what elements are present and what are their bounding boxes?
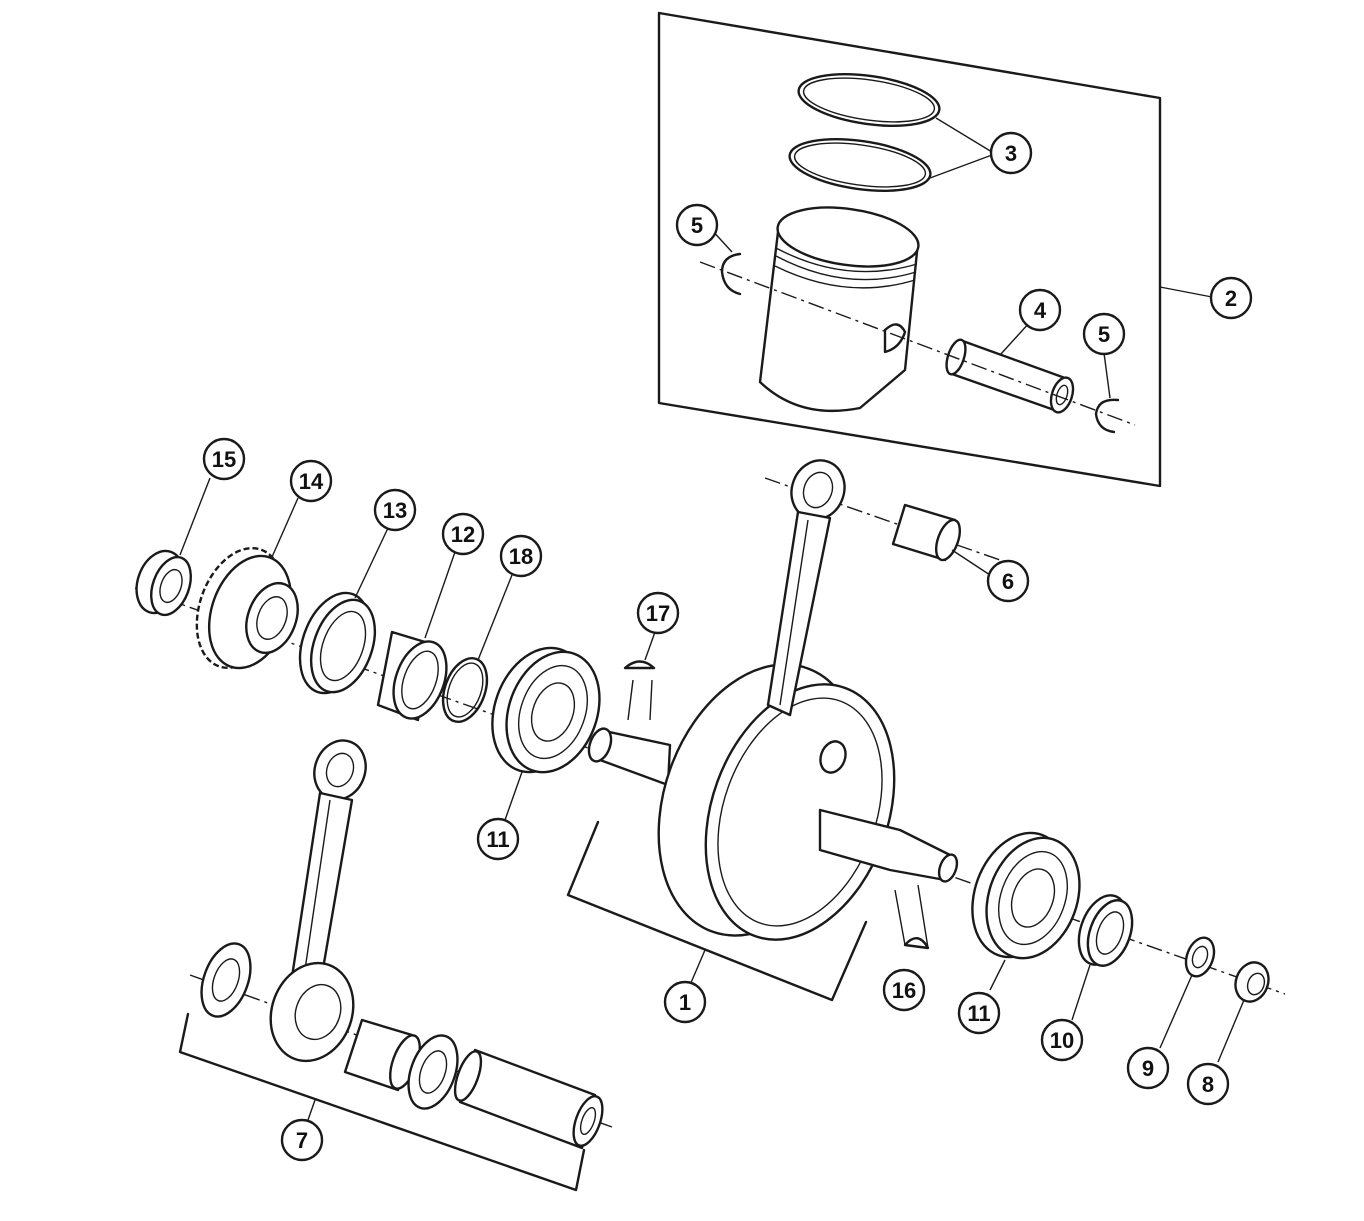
- callout-11-left-label: 11: [486, 827, 509, 852]
- callout-18-label: 18: [509, 544, 533, 569]
- callout-2-label: 2: [1225, 286, 1237, 311]
- callout-12: 12: [441, 512, 485, 556]
- callout-17-label: 17: [646, 601, 670, 626]
- callout-15-label: 15: [212, 447, 236, 472]
- part-8-nut: [1217, 961, 1270, 1063]
- callout-3-label: 3: [1005, 141, 1017, 166]
- callout-14: 14: [289, 459, 333, 503]
- callout-9: 9: [1126, 1046, 1170, 1090]
- part-18-oring: [441, 574, 513, 723]
- callout-11-left: 11: [476, 817, 520, 861]
- piston-pin: [945, 321, 1075, 414]
- callout-14-label: 14: [299, 469, 324, 494]
- piston: [758, 206, 920, 413]
- callout-15: 15: [202, 437, 246, 481]
- callout-6: 6: [986, 559, 1030, 603]
- part-15-nut: [135, 477, 211, 617]
- callout-16-label: 16: [892, 978, 916, 1003]
- callout-13-label: 13: [383, 498, 407, 523]
- callout-6-label: 6: [1002, 569, 1014, 594]
- callout-13: 13: [373, 488, 417, 532]
- part-12-sleeve: [376, 551, 456, 722]
- part-9-washer: [1159, 936, 1216, 1049]
- part-16-key: [894, 884, 930, 950]
- part-7-conrod-kit: [178, 739, 613, 1192]
- callout-12-label: 12: [451, 522, 475, 547]
- part-13-seal: [298, 527, 389, 695]
- part-17-key: [623, 631, 656, 721]
- callout-7: 7: [280, 1118, 324, 1162]
- callout-1: 1: [663, 980, 707, 1024]
- callout-5-right: 5: [1082, 312, 1126, 356]
- callout-8: 8: [1186, 1062, 1230, 1106]
- part-11-bearing-left: [491, 646, 601, 821]
- callout-10-label: 10: [1050, 1028, 1074, 1053]
- part-10-spacer: [1071, 894, 1134, 1021]
- callout-11-right: 11: [957, 991, 1001, 1035]
- callout-4-label: 4: [1034, 298, 1047, 323]
- part-6-needle-bearing: [891, 503, 991, 576]
- part-14-gear: [195, 497, 299, 670]
- part-11-bearing-right: [971, 831, 1081, 991]
- callout-7-label: 7: [296, 1128, 308, 1153]
- callout-5-right-label: 5: [1098, 322, 1110, 347]
- callout-18: 18: [499, 534, 543, 578]
- callout-10: 10: [1040, 1018, 1084, 1062]
- part-1-crankshaft: [566, 663, 959, 1002]
- piston-kit-frame: [657, 11, 1213, 488]
- callout-5-left-label: 5: [691, 213, 703, 238]
- callout-8-label: 8: [1202, 1072, 1214, 1097]
- callout-2: 2: [1209, 276, 1253, 320]
- callout-9-label: 9: [1142, 1056, 1154, 1081]
- callout-11-right-label: 11: [967, 1001, 990, 1026]
- piston-axis: [699, 261, 1136, 426]
- callout-16: 16: [882, 968, 926, 1012]
- piston-rings: [788, 73, 993, 192]
- callout-17: 17: [636, 591, 680, 635]
- connecting-rod-assembled: [766, 459, 846, 717]
- callout-5-left: 5: [675, 203, 719, 247]
- callout-3: 3: [989, 131, 1033, 175]
- callout-4: 4: [1018, 288, 1062, 332]
- callout-1-label: 1: [679, 990, 691, 1015]
